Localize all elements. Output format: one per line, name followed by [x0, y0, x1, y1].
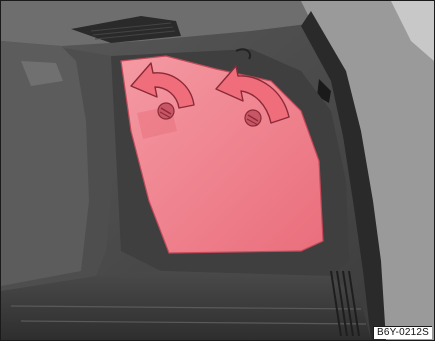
quarter-turn-fastener-icon	[245, 110, 261, 126]
quarter-turn-fastener-icon	[158, 103, 174, 119]
figure-reference-code: B6Y-0212S	[373, 326, 432, 339]
